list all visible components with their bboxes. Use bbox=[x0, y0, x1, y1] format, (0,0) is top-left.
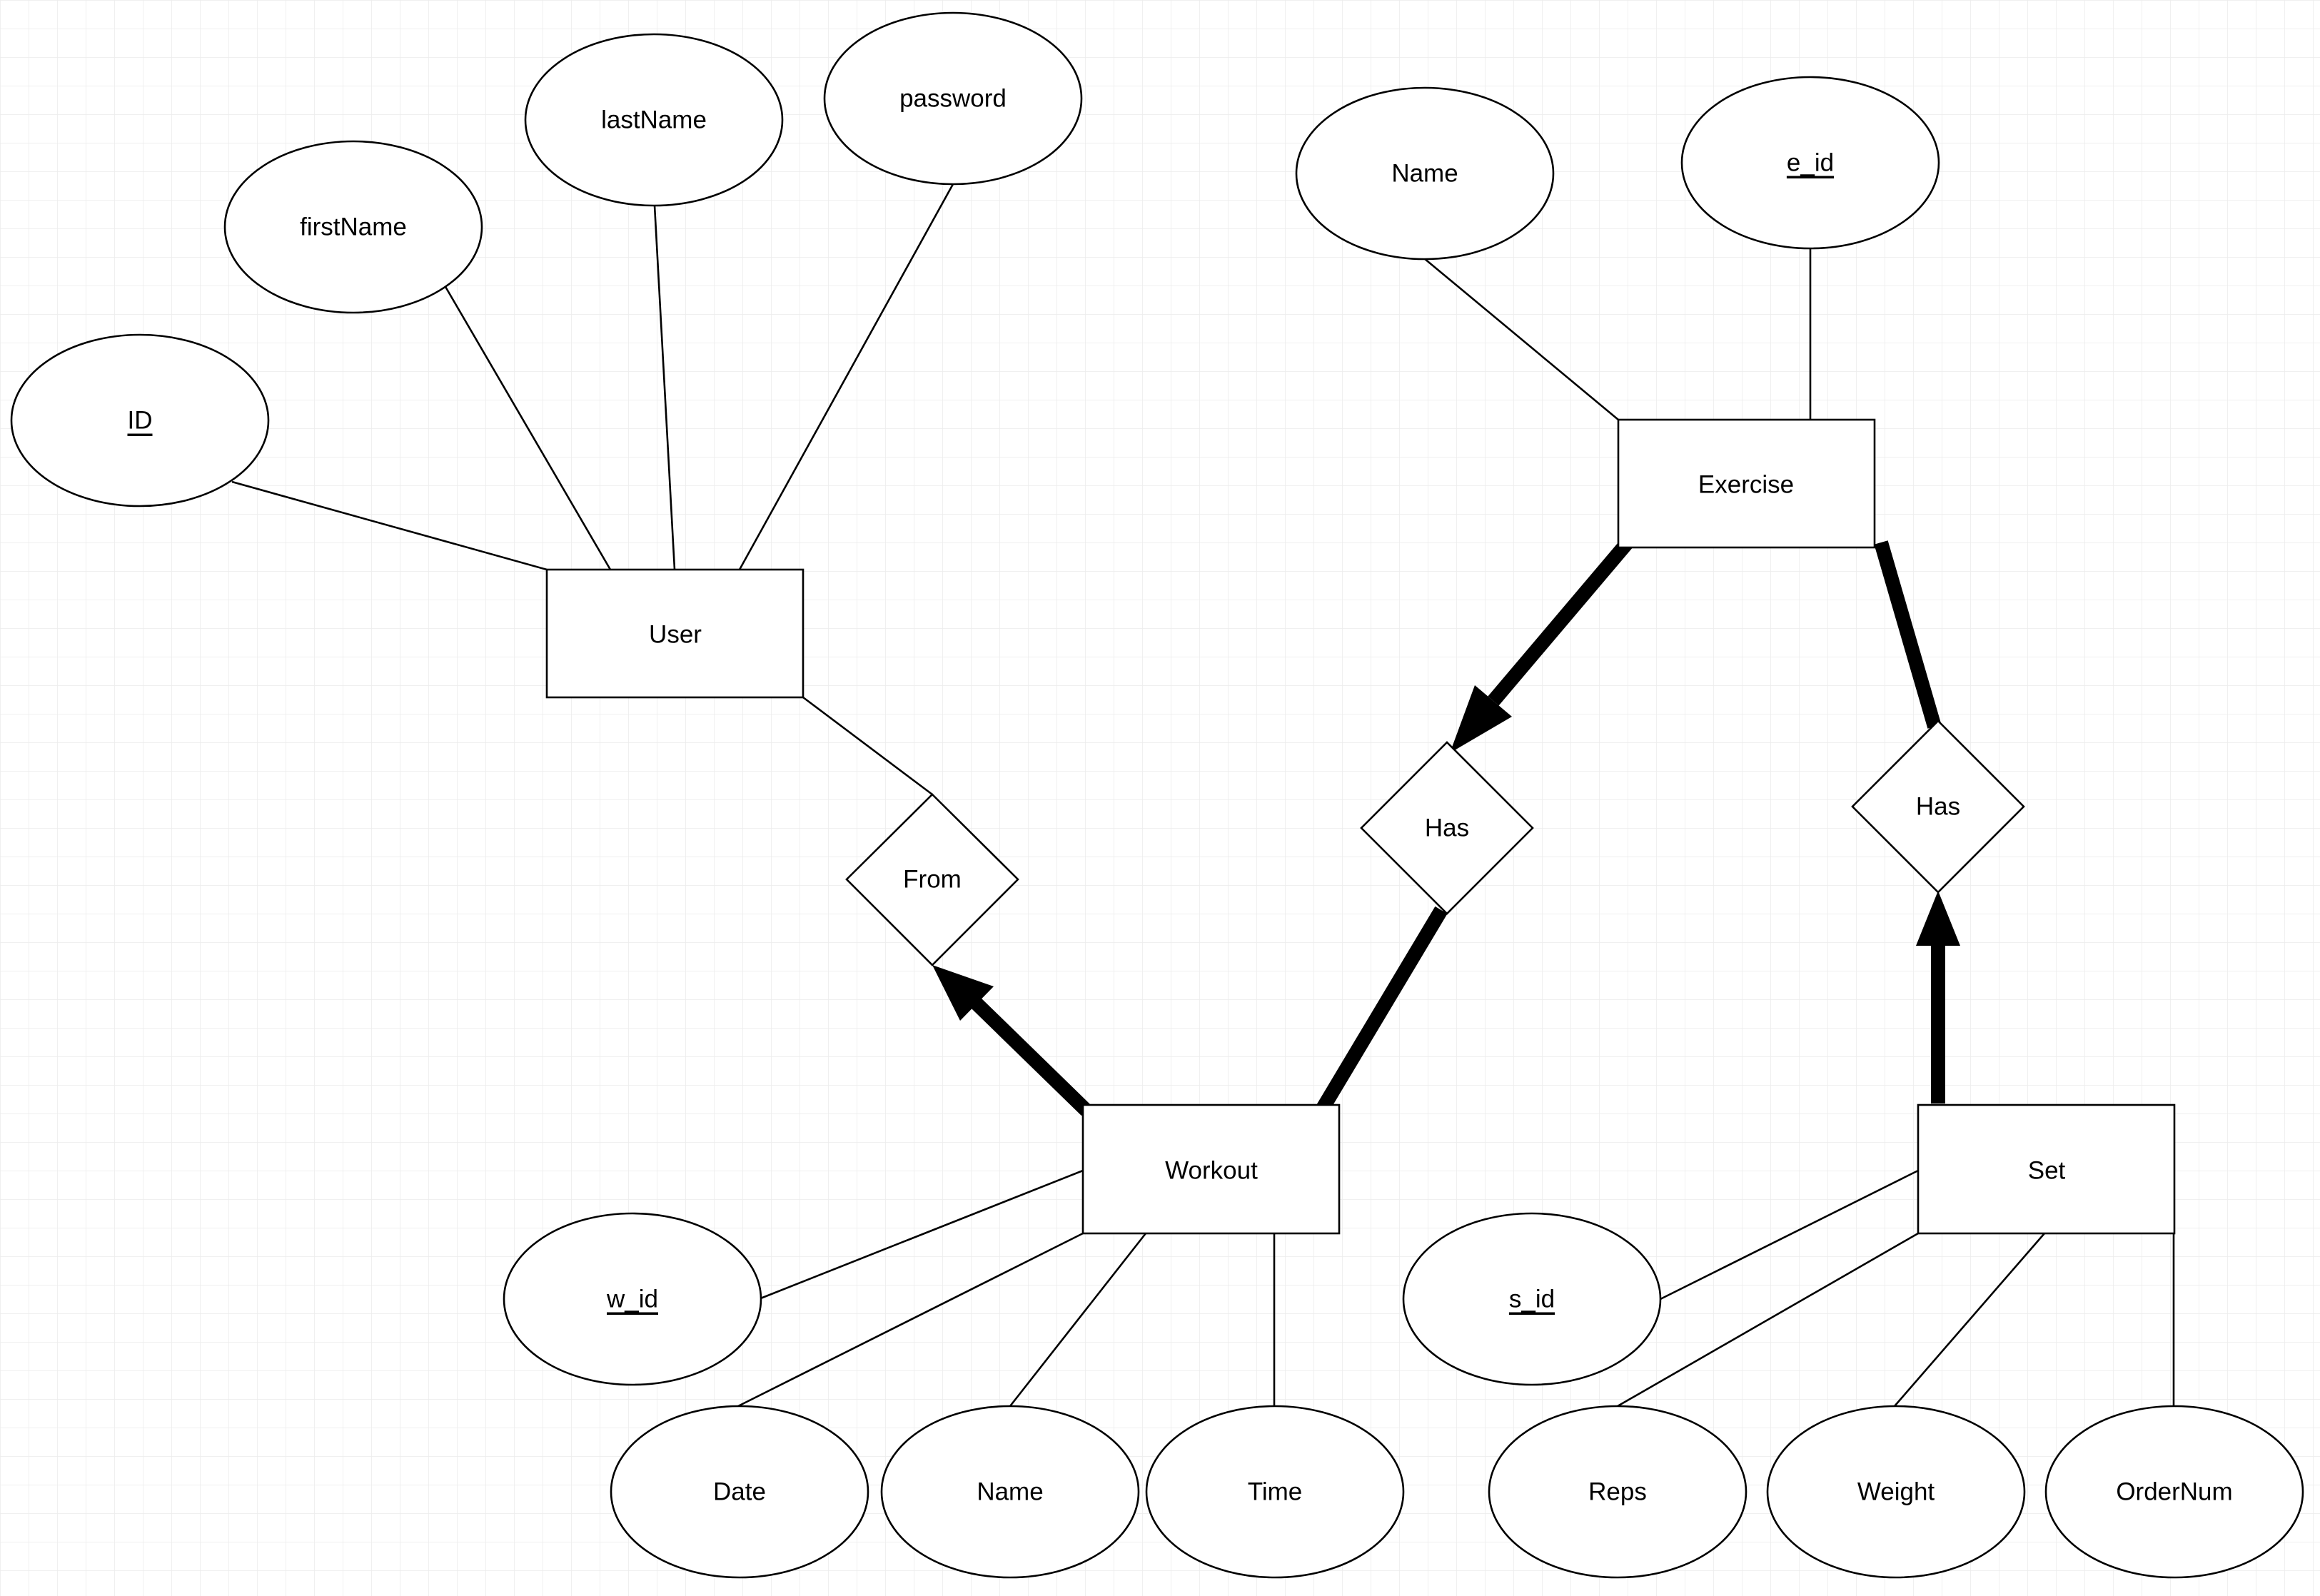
relationship-from-label: From bbox=[903, 866, 962, 894]
attribute-user-id[interactable]: ID bbox=[10, 333, 270, 507]
relationship-has-exercise-set[interactable]: Has bbox=[1851, 719, 2025, 894]
arrowhead-to-has-right bbox=[1916, 891, 1960, 946]
attribute-user-firstname-label: firstName bbox=[300, 213, 407, 241]
connector-set-sid bbox=[1660, 1169, 1919, 1300]
connector-user-lastname bbox=[653, 205, 676, 570]
relationship-has-exercise-workout[interactable]: Has bbox=[1360, 741, 1534, 915]
attribute-workout-date[interactable]: Date bbox=[610, 1405, 869, 1579]
connector-set-weight bbox=[1894, 1233, 2045, 1407]
entity-workout-label: Workout bbox=[1165, 1157, 1258, 1185]
arrowhead-to-from bbox=[932, 965, 994, 1021]
connector-user-from bbox=[802, 696, 933, 796]
thick-line-exercise-has-right bbox=[1874, 540, 1942, 729]
attribute-exercise-eid-label: e_id bbox=[1787, 149, 1834, 177]
connector-workout-wid bbox=[758, 1169, 1084, 1300]
connector-set-reps bbox=[1617, 1232, 1919, 1408]
attribute-user-lastname-label: lastName bbox=[601, 106, 707, 134]
attribute-connectors bbox=[231, 183, 2175, 1408]
attribute-user-lastname[interactable]: lastName bbox=[524, 33, 784, 207]
connector-user-id bbox=[231, 480, 548, 571]
attribute-user-password[interactable]: password bbox=[823, 11, 1083, 186]
connector-user-password bbox=[738, 183, 954, 570]
attribute-set-weight[interactable]: Weight bbox=[1766, 1405, 2026, 1579]
attribute-user-id-label: ID bbox=[128, 407, 153, 435]
attribute-workout-wid-label: w_id bbox=[606, 1286, 658, 1313]
thick-line-workout-from bbox=[972, 998, 1091, 1116]
entity-exercise-label: Exercise bbox=[1698, 471, 1794, 499]
attribute-exercise-name-label: Name bbox=[1391, 160, 1458, 188]
attribute-workout-date-label: Date bbox=[713, 1478, 766, 1506]
attribute-user-firstname[interactable]: firstName bbox=[223, 140, 483, 314]
entity-user[interactable]: User bbox=[545, 568, 805, 699]
relationship-from[interactable]: From bbox=[845, 793, 1019, 966]
attribute-workout-name[interactable]: Name bbox=[880, 1405, 1140, 1579]
entity-set[interactable]: Set bbox=[1917, 1103, 2176, 1235]
relationship-has-exercise-workout-label: Has bbox=[1425, 814, 1469, 842]
connector-exercise-name bbox=[1423, 258, 1619, 420]
attribute-set-reps-label: Reps bbox=[1588, 1478, 1647, 1506]
attribute-set-reps[interactable]: Reps bbox=[1488, 1405, 1747, 1579]
connector-workout-date bbox=[737, 1232, 1084, 1408]
attribute-set-sid[interactable]: s_id bbox=[1402, 1212, 1662, 1386]
connector-user-firstname bbox=[443, 285, 612, 570]
attribute-workout-time-label: Time bbox=[1248, 1478, 1302, 1506]
attribute-workout-wid[interactable]: w_id bbox=[503, 1212, 762, 1386]
thick-line-workout-has bbox=[1315, 906, 1448, 1115]
entity-set-label: Set bbox=[2028, 1157, 2066, 1185]
entity-workout[interactable]: Workout bbox=[1081, 1103, 1341, 1235]
entity-user-label: User bbox=[649, 621, 702, 649]
attribute-set-sid-label: s_id bbox=[1509, 1286, 1555, 1313]
attribute-set-ordernum[interactable]: OrderNum bbox=[2044, 1405, 2304, 1579]
thick-line-exercise-has bbox=[1488, 537, 1633, 706]
attribute-user-password-label: password bbox=[899, 85, 1007, 113]
entity-exercise[interactable]: Exercise bbox=[1617, 418, 1876, 549]
attribute-exercise-eid[interactable]: e_id bbox=[1680, 76, 1940, 250]
attribute-workout-name-label: Name bbox=[977, 1478, 1043, 1506]
attribute-workout-time[interactable]: Time bbox=[1145, 1405, 1405, 1579]
attribute-set-ordernum-label: OrderNum bbox=[2116, 1478, 2232, 1506]
attribute-exercise-name[interactable]: Name bbox=[1295, 86, 1555, 261]
arrowhead-to-has-left bbox=[1450, 685, 1512, 753]
connector-workout-name bbox=[1009, 1233, 1147, 1407]
relationship-has-exercise-set-label: Has bbox=[1916, 793, 1960, 821]
relationship-connectors bbox=[932, 537, 1960, 1116]
attribute-set-weight-label: Weight bbox=[1857, 1478, 1935, 1506]
